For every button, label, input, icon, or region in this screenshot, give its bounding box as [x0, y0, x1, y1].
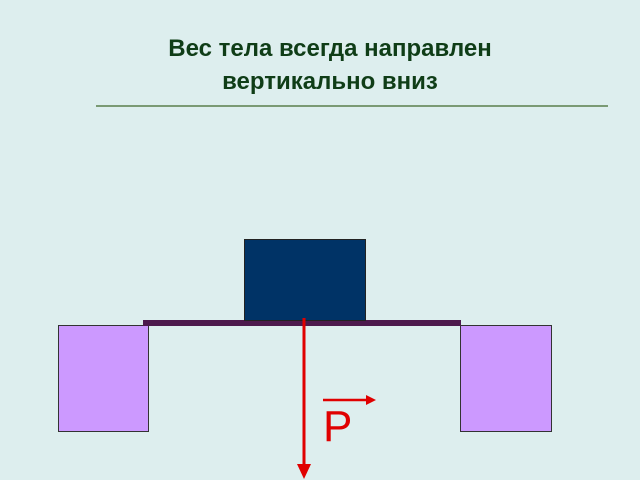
- weight-vector-label: P: [323, 402, 353, 451]
- slide-title: Вес тела всегда направлен вертикально вн…: [100, 32, 560, 98]
- board: [143, 320, 461, 326]
- slide-title-line-2: вертикально вниз: [222, 68, 438, 95]
- title-divider: [96, 105, 608, 107]
- left-support: [58, 325, 149, 432]
- body-block: [244, 239, 366, 321]
- weight-arrow: [297, 318, 311, 479]
- slide-title-line-1: Вес тела всегда направлен: [168, 35, 492, 62]
- right-support: [460, 325, 552, 432]
